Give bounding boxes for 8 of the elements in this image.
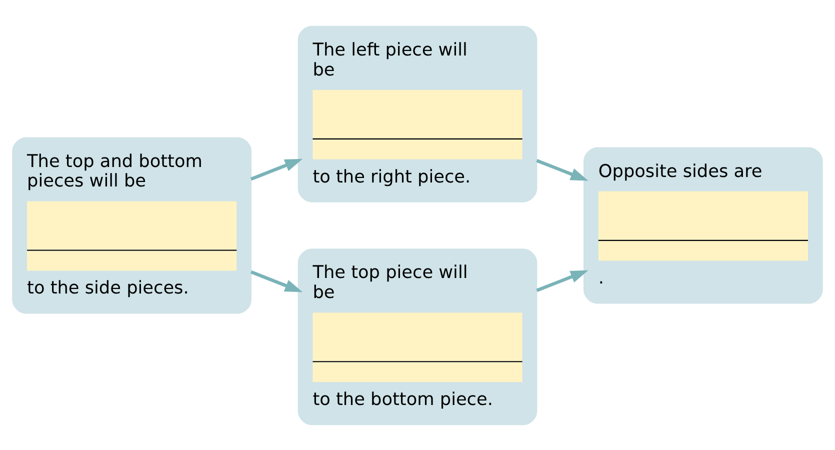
arrow — [536, 270, 588, 292]
arrow — [250, 158, 303, 180]
node-box: The top piece will be to the bottom piece. — [298, 248, 538, 425]
arrow — [250, 270, 303, 292]
node-box: The left piece will be to the right piece. — [298, 25, 538, 202]
node-box: Opposite sides are . — [584, 146, 823, 304]
node-box: The top and bottom pieces will be to the side pieces. — [12, 136, 252, 314]
arrow — [536, 158, 588, 180]
